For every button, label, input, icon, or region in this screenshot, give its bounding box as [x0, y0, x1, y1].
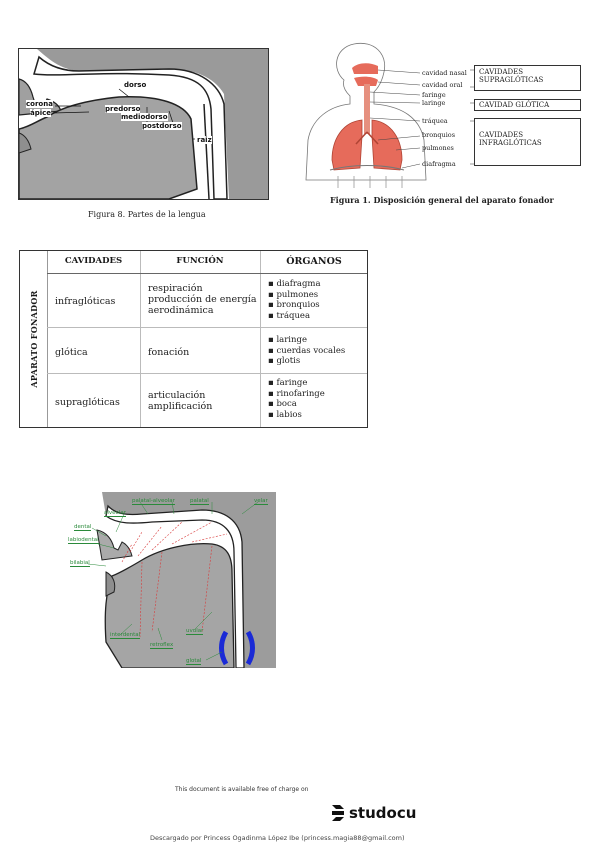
row1-organo-1: ▪ diafragma [268, 279, 321, 289]
row3-cavidad: supraglóticas [55, 397, 120, 408]
figure8-caption: Figura 8. Partes de la lengua [88, 210, 206, 219]
col-divider-2 [260, 251, 261, 427]
label-palatal-alveolar: palatal-alveolar [132, 498, 175, 505]
label-dorso: dorso [124, 81, 147, 89]
label-palatal: palatal [190, 498, 209, 505]
label-raiz: raiz [197, 136, 212, 144]
row2-organos: ▪ laringe ▪ cuerdas vocales ▪ glotis [268, 335, 345, 367]
header-organos: ÓRGANOS [286, 256, 342, 267]
label-bilabial: bilabial [70, 560, 90, 567]
body-diagram [305, 42, 477, 188]
label-predorso: predorso [105, 105, 141, 113]
label-pulmones: pulmones [422, 144, 454, 152]
label-velar: velar [254, 498, 268, 505]
label-uvular: uvular [186, 628, 204, 635]
vocal-apparatus-figure: cavidad nasal cavidad oral faringe larin… [292, 40, 582, 190]
row2-organo-2: ▪ cuerdas vocales [268, 345, 346, 356]
row3-organo-4: ▪ labios [268, 409, 302, 420]
label-apice: ápice [30, 109, 52, 117]
label-labiodental: labiodental [68, 537, 99, 544]
table-side-label: APARATO FONADOR [20, 251, 48, 427]
row1-funcion-line3: aerodinámica [148, 305, 214, 316]
box-infraglottic: CAVIDADES INFRAGLÓTICAS [474, 118, 581, 166]
label-alveolar: alveolar [104, 510, 127, 517]
studocu-logo[interactable]: studocu [330, 803, 416, 822]
label-interdental: interdental [110, 632, 141, 639]
label-bronquios: bronquios [422, 131, 456, 139]
row-divider-1 [47, 327, 367, 328]
footer-available-text: This document is available free of charg… [175, 786, 309, 793]
row1-funcion-line2: producción de energía [148, 294, 257, 305]
row-divider-2 [47, 373, 367, 374]
header-cavidades: CAVIDADES [64, 256, 123, 266]
row3-funcion-line2: amplificación [148, 401, 213, 412]
label-mediodorso: mediodorso [121, 113, 168, 121]
row2-funcion: fonación [148, 347, 189, 358]
row1-cavidad: infraglóticas [55, 296, 116, 307]
row1-organo-2: ▪ pulmones [268, 289, 319, 300]
box-glottic: CAVIDAD GLÓTICA [474, 99, 581, 111]
row3-funcion: articulación amplificación [148, 390, 212, 412]
row1-funcion: respiración producción de energía aerodi… [148, 283, 257, 316]
row3-organo-3: ▪ boca [268, 399, 297, 409]
row1-organo-4: ▪ tráquea [268, 310, 311, 321]
box-infraglottic-line2: INFRAGLÓTICAS [479, 139, 542, 147]
label-faringe: faringe [422, 91, 446, 99]
label-traquea: tráquea [422, 117, 448, 125]
label-cavidad-nasal: cavidad nasal [422, 69, 467, 77]
articulation-diagram [87, 492, 276, 668]
label-cavidad-oral: cavidad oral [422, 81, 463, 89]
row3-funcion-line1: articulación [148, 390, 206, 401]
studocu-logo-text: studocu [349, 804, 417, 822]
box-glottic-line: CAVIDAD GLÓTICA [479, 101, 550, 109]
box-supraglottic-line1: CAVIDADES [479, 68, 524, 76]
header-divider [47, 273, 367, 274]
tongue-parts-figure: dorso corona ápice predorso mediodorso p… [18, 48, 269, 200]
row3-organos: ▪ faringe ▪ rinofaringe ▪ boca ▪ labios [268, 378, 325, 420]
vocal-apparatus-table: APARATO FONADOR CAVIDADES FUNCIÓN ÓRGANO… [19, 250, 368, 428]
studocu-logo-icon [332, 805, 344, 821]
label-laringe: laringe [422, 99, 446, 107]
box-infraglottic-line1: CAVIDADES [479, 131, 524, 139]
row3-organo-1: ▪ faringe [268, 378, 308, 388]
footer-downloaded-text: Descargado por Princess Ogadinma López I… [150, 834, 405, 842]
label-retroflex: retroflex [150, 642, 174, 649]
row2-cavidad: glótica [55, 347, 88, 358]
col-divider-1 [140, 251, 141, 427]
figure1-caption: Figura 1. Disposición general del aparat… [330, 195, 554, 205]
row2-organo-1: ▪ laringe [268, 335, 307, 345]
box-supraglottic: CAVIDADES SUPRAGLÓTICAS [474, 65, 581, 91]
label-dental: dental [74, 524, 92, 531]
row2-organo-3: ▪ glotis [268, 356, 301, 366]
row3-organo-2: ▪ rinofaringe [268, 388, 325, 399]
row1-organos: ▪ diafragma ▪ pulmones ▪ bronquios ▪ trá… [268, 279, 321, 321]
label-corona: corona [26, 100, 53, 108]
label-diafragma: diafragma [422, 160, 456, 168]
table-side-label-text: APARATO FONADOR [28, 290, 39, 388]
label-glotal: glotal [186, 658, 202, 665]
articulation-points-figure: palatal-alveolar palatal velar alveolar … [62, 492, 276, 668]
row1-organo-3: ▪ bronquios [268, 300, 320, 310]
row2-funcion-line1: fonación [148, 347, 190, 358]
label-postdorso: postdorso [142, 122, 182, 130]
box-supraglottic-line2: SUPRAGLÓTICAS [479, 76, 544, 84]
row1-funcion-line1: respiración [148, 283, 203, 294]
header-funcion: FUNCIÓN [176, 256, 224, 266]
